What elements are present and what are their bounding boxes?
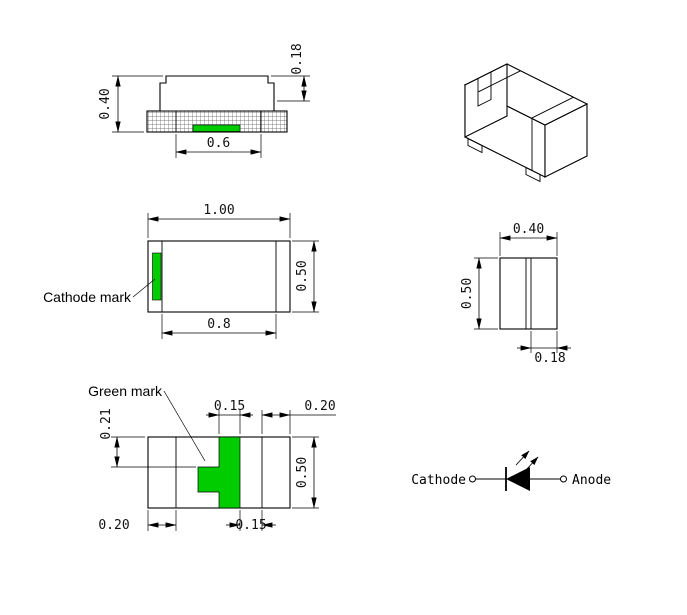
dim-side-height-value: 0.40 xyxy=(98,88,113,119)
dim-side-step-value: 0.18 xyxy=(290,43,305,74)
dim-bottom-right-pad: 0.20 xyxy=(261,399,336,434)
iso-near-terminal-edge xyxy=(478,70,521,93)
iso-foot-far xyxy=(525,166,541,183)
dim-bottom-mark-offset-value: 0.21 xyxy=(99,408,114,439)
iso-view xyxy=(463,63,589,183)
iso-foot-near xyxy=(467,137,483,154)
leader-line xyxy=(163,390,206,462)
dim-top-width: 1.00 xyxy=(147,203,291,238)
cathode-label: Cathode xyxy=(411,473,466,488)
green-mark-label: Green mark xyxy=(88,383,163,399)
dim-bottom-mark-gap: 0.15 xyxy=(226,510,276,533)
bottom-pad-left xyxy=(147,436,177,509)
top-view: 1.00 0.50 0.8 Cathode mark xyxy=(43,203,319,339)
dim-end-terminal-value: 0.18 xyxy=(534,351,565,366)
side-green-mark xyxy=(192,124,241,132)
dim-top-height: 0.50 xyxy=(292,240,319,313)
end-view-outline xyxy=(499,257,558,330)
end-view: 0.40 0.50 0.18 xyxy=(460,222,571,366)
dim-end-width-value: 0.40 xyxy=(513,222,544,237)
package-body-profile xyxy=(159,75,275,112)
cathode-terminal-icon xyxy=(469,475,476,483)
dim-bottom-left-pad: 0.20 xyxy=(98,510,177,533)
dim-end-height-value: 0.50 xyxy=(460,278,475,309)
cathode-mark-label: Cathode mark xyxy=(43,289,132,305)
dim-side-inner: 0.6 xyxy=(175,134,262,158)
iso-terminal-cap xyxy=(464,63,508,138)
diode-triangle-icon xyxy=(506,467,530,491)
anode-terminal-icon xyxy=(560,475,567,483)
dim-side-step: 0.18 xyxy=(271,43,310,102)
dim-end-width: 0.40 xyxy=(499,222,558,256)
side-view: 0.40 0.18 0.6 xyxy=(98,43,310,158)
dim-bottom-mark-width: 0.15 xyxy=(206,399,253,434)
light-emission-arrow-icon xyxy=(515,450,530,466)
bottom-pad-right xyxy=(261,436,291,509)
dim-end-terminal: 0.18 xyxy=(517,331,571,366)
dim-bottom-mark-offset: 0.21 xyxy=(99,408,196,468)
terminal-pad-left xyxy=(147,240,163,313)
dim-bottom-height: 0.50 xyxy=(292,436,319,509)
anode-label: Anode xyxy=(572,473,611,488)
end-terminal-hatch xyxy=(499,257,527,330)
dim-bottom-left-pad-value: 0.20 xyxy=(98,518,129,533)
dim-top-width-value: 1.00 xyxy=(203,203,234,218)
cathode-mark-callout: Cathode mark xyxy=(43,278,156,305)
dim-bottom-mark-gap-value: 0.15 xyxy=(235,518,266,533)
green-mark-shape xyxy=(197,436,241,509)
dim-end-height: 0.50 xyxy=(460,257,498,330)
bottom-view: 0.15 0.20 0.21 0.50 0.20 xyxy=(88,383,336,533)
iso-far-terminal-edge-top xyxy=(531,96,574,119)
dim-top-inner-value: 0.8 xyxy=(207,317,230,332)
dim-side-inner-value: 0.6 xyxy=(207,136,230,151)
terminal-pad-right xyxy=(275,240,291,313)
cathode-mark-stripe xyxy=(152,252,162,301)
green-mark-callout: Green mark xyxy=(88,383,206,462)
dim-bottom-right-pad-value: 0.20 xyxy=(304,399,335,414)
dim-bottom-mark-width-value: 0.15 xyxy=(214,399,245,414)
dim-bottom-height-value: 0.50 xyxy=(295,457,310,488)
dim-top-inner: 0.8 xyxy=(161,314,277,339)
top-view-outline xyxy=(147,240,291,313)
light-emission-arrow-icon xyxy=(524,456,539,472)
dim-side-height: 0.40 xyxy=(98,75,163,133)
iso-castellation-slot xyxy=(477,71,492,107)
led-symbol: Cathode Anode xyxy=(411,450,611,491)
dim-top-height-value: 0.50 xyxy=(295,260,310,291)
leader-line xyxy=(132,278,156,298)
